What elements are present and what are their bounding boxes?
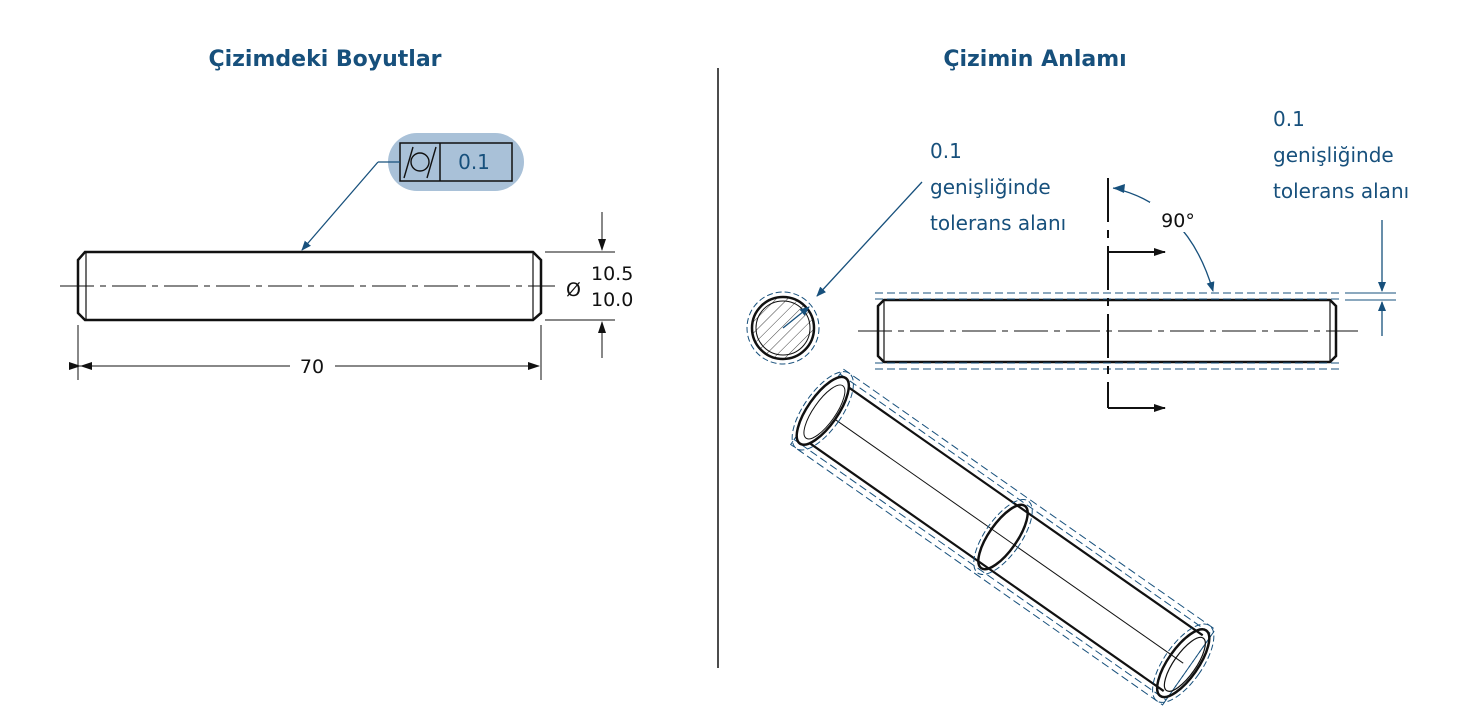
cylindricity-icon <box>403 146 437 179</box>
pin-isometric-view <box>789 368 1217 706</box>
diameter-symbol: Ø <box>566 279 581 301</box>
diameter-dimension: Ø 10.5 10.0 <box>545 212 633 358</box>
angle-label: 90° <box>1161 210 1195 232</box>
pin-cross-section <box>746 291 820 365</box>
tolerance-note-right: 0.1 genişliğinde tolerans alanı <box>1273 107 1409 203</box>
left-panel-title: Çizimdeki Boyutlar <box>208 47 441 72</box>
diameter-upper-limit: 10.5 <box>591 263 633 285</box>
pin-side-view-toleranced <box>858 220 1396 370</box>
right-panel: Çizimin Anlamı 0.1 genişliğinde tolerans… <box>746 47 1409 706</box>
note-right-line-3: tolerans alanı <box>1273 179 1409 203</box>
note-right-line-2: genişliğinde <box>1273 143 1394 167</box>
diameter-lower-limit: 10.0 <box>591 289 633 311</box>
feature-control-frame: 0.1 <box>301 133 524 251</box>
length-dimension: 70 <box>69 325 542 380</box>
note-left-line-2: genişliğinde <box>930 175 1051 199</box>
note-left-line-1: 0.1 <box>930 139 962 163</box>
note-left-line-3: tolerans alanı <box>930 211 1066 235</box>
left-panel: Çizimdeki Boyutlar 70 Ø 10.5 10.0 <box>60 47 633 380</box>
pin-side-view <box>60 250 555 322</box>
right-panel-title: Çizimin Anlamı <box>943 47 1126 72</box>
tolerance-note-left: 0.1 genişliğinde tolerans alanı <box>816 139 1066 297</box>
note-right-line-1: 0.1 <box>1273 107 1305 131</box>
fcf-tolerance: 0.1 <box>458 150 490 174</box>
section-plane: 90° <box>1107 178 1215 412</box>
length-dimension-value: 70 <box>300 356 324 378</box>
